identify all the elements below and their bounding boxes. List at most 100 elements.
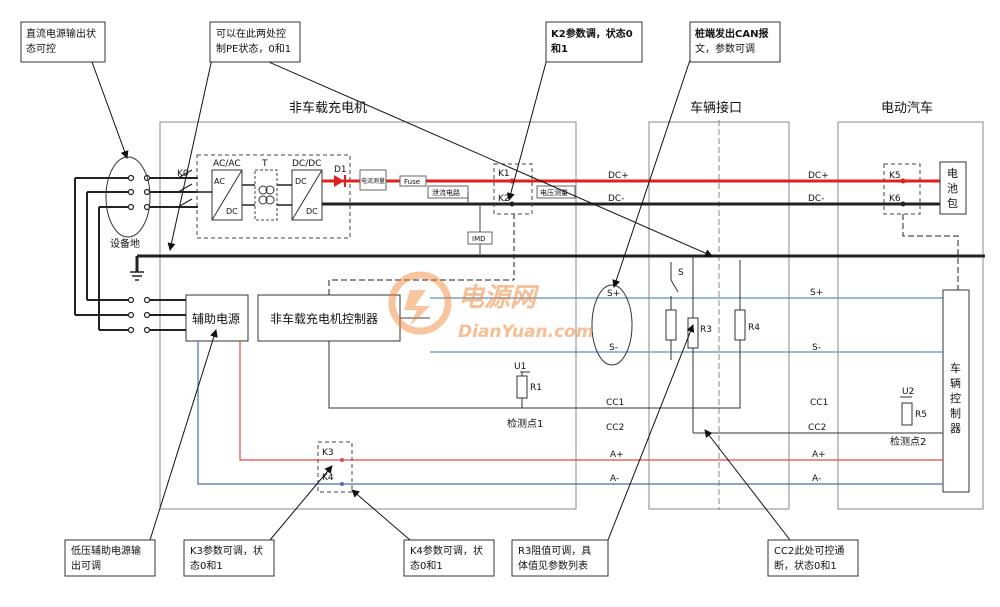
battery-char-2: 池 — [947, 182, 958, 195]
k5-contact — [900, 178, 906, 184]
callout-k2-param: K2参数调，状态0 和1 — [545, 21, 643, 63]
svg-text:态0和1: 态0和1 — [190, 559, 223, 572]
conversion-block — [196, 154, 351, 239]
watermark-en: DianYuan.com — [458, 322, 594, 342]
r5-label: R5 — [915, 410, 927, 420]
r-s-resistor — [665, 309, 677, 341]
k1-label: K1 — [498, 169, 510, 179]
callout-k3-param: K3参数可调，状 态0和1 — [183, 539, 275, 577]
k6-contact — [900, 201, 906, 207]
imd-label: IMD — [472, 235, 486, 243]
k5-k6-block — [883, 163, 921, 215]
svg-text:体值见参数列表: 体值见参数列表 — [518, 559, 588, 572]
transformer-icon — [258, 185, 275, 205]
svg-text:和1: 和1 — [550, 42, 568, 55]
k3-label: K3 — [322, 448, 334, 458]
svg-text:制PE状态，0和1: 制PE状态，0和1 — [216, 42, 291, 55]
callout-r3-value: R3阻值可调，具 体值见参数列表 — [511, 539, 609, 577]
callout-arrows — [91, 44, 791, 541]
svg-text:K3参数可调，状: K3参数可调，状 — [190, 544, 263, 557]
s-plus-label-left: S+ — [607, 289, 620, 299]
conversion-wiring — [198, 184, 292, 206]
electric-vehicle-box — [837, 121, 984, 510]
svg-text:K4参数可调，状: K4参数可调，状 — [410, 544, 483, 557]
svg-text:直流电源输出状: 直流电源输出状 — [26, 27, 96, 40]
a-plus-label-right: A+ — [812, 450, 826, 460]
callout-cc2-cut: CC2此处可控通 断，状态0和1 — [767, 539, 859, 577]
s-minus-label-left: S- — [609, 343, 618, 353]
charger-controller-label: 非车载充电机控制器 — [270, 311, 378, 326]
a-plus-line — [239, 341, 943, 461]
battery-pack — [939, 161, 967, 215]
r5-resistor — [901, 402, 913, 426]
s-switch-label: S — [678, 268, 684, 278]
equipment-ground-ellipse — [105, 156, 151, 238]
a-minus-label-right: A- — [812, 474, 821, 484]
dc-label-c: DC — [306, 207, 318, 216]
k3-k4-block — [317, 441, 353, 493]
k2-label: K2 — [498, 194, 510, 204]
svg-text:态0和1: 态0和1 — [410, 559, 443, 572]
s-plus-label-right: S+ — [810, 288, 823, 298]
dc-plus-label-left: DC+ — [608, 171, 629, 181]
ground-icon — [130, 271, 144, 281]
section-title-charger: 非车载充电机 — [289, 100, 367, 116]
controller-k-link — [328, 279, 514, 295]
vc-char-4: 制 — [950, 407, 961, 420]
d1-diode — [334, 175, 344, 187]
svg-text:可以在此两处控: 可以在此两处控 — [216, 27, 286, 40]
dc-plus-label-right: DC+ — [808, 171, 829, 181]
cc1-label-right: CC1 — [810, 398, 828, 408]
cc2-label-left: CC2 — [606, 423, 624, 433]
cc1-label-left: CC1 — [606, 398, 624, 408]
u1-label: U1 — [514, 362, 526, 372]
dc-label-b: DC — [295, 177, 307, 186]
dianyuan-logo — [388, 271, 452, 335]
voltage-meter-label: 电压测量 — [540, 188, 568, 197]
k6-label: K6 — [889, 194, 901, 204]
svg-text:断，状态0和1: 断，状态0和1 — [774, 559, 837, 572]
charger-controller-box — [257, 294, 401, 342]
vc-char-2: 辆 — [950, 376, 961, 390]
fuse-box — [399, 175, 427, 187]
dc-label-a: DC — [226, 207, 238, 216]
acac-label: AC/AC — [213, 159, 241, 169]
section-title-interface: 车辆接口 — [690, 100, 742, 116]
vc-char-1: 车 — [950, 361, 961, 375]
transformer-label: T — [261, 159, 268, 169]
current-meter-box — [359, 169, 387, 191]
svg-text:出可调: 出可调 — [71, 559, 101, 572]
r1-label: R1 — [530, 383, 542, 393]
voltage-meter-box — [536, 185, 576, 199]
ac-input-lines — [74, 177, 198, 331]
k2-contact — [509, 201, 515, 207]
vc-char-3: 控 — [950, 391, 961, 405]
dcdc-label: DC/DC — [292, 159, 321, 169]
transformer-box — [254, 169, 278, 221]
vehicle-controller-box — [942, 289, 970, 493]
k1-k2-block — [493, 163, 533, 215]
dc-minus-label-left: DC- — [608, 194, 624, 204]
k3-contact — [340, 458, 344, 462]
k5-label: K5 — [889, 171, 901, 181]
dcdc-diagonal — [291, 169, 323, 221]
battery-char-3: 包 — [947, 197, 958, 210]
callout-dc-output: 直流电源输出状 态可控 — [20, 21, 106, 63]
dc-minus-label-right: DC- — [808, 194, 824, 204]
k5-k6-control-link — [902, 214, 959, 290]
d1-label: D1 — [334, 165, 347, 175]
svg-text:低压辅助电源输: 低压辅助电源输 — [71, 544, 141, 557]
s-minus-label-right: S- — [812, 343, 821, 353]
r1-resistor — [516, 375, 528, 399]
u2-label: U2 — [902, 387, 914, 397]
vc-char-5: 器 — [950, 422, 961, 435]
r4-label: R4 — [748, 323, 760, 333]
svg-text:CC2此处可控通: CC2此处可控通 — [774, 544, 844, 557]
a-plus-label-left: A+ — [610, 450, 624, 460]
callout-k4-param: K4参数可调，状 态0和1 — [403, 539, 495, 577]
battery-char-1: 电 — [947, 167, 958, 180]
r4-resistor — [734, 309, 746, 341]
k0-switch-contacts — [127, 174, 151, 334]
ac-label: AC — [214, 177, 225, 186]
